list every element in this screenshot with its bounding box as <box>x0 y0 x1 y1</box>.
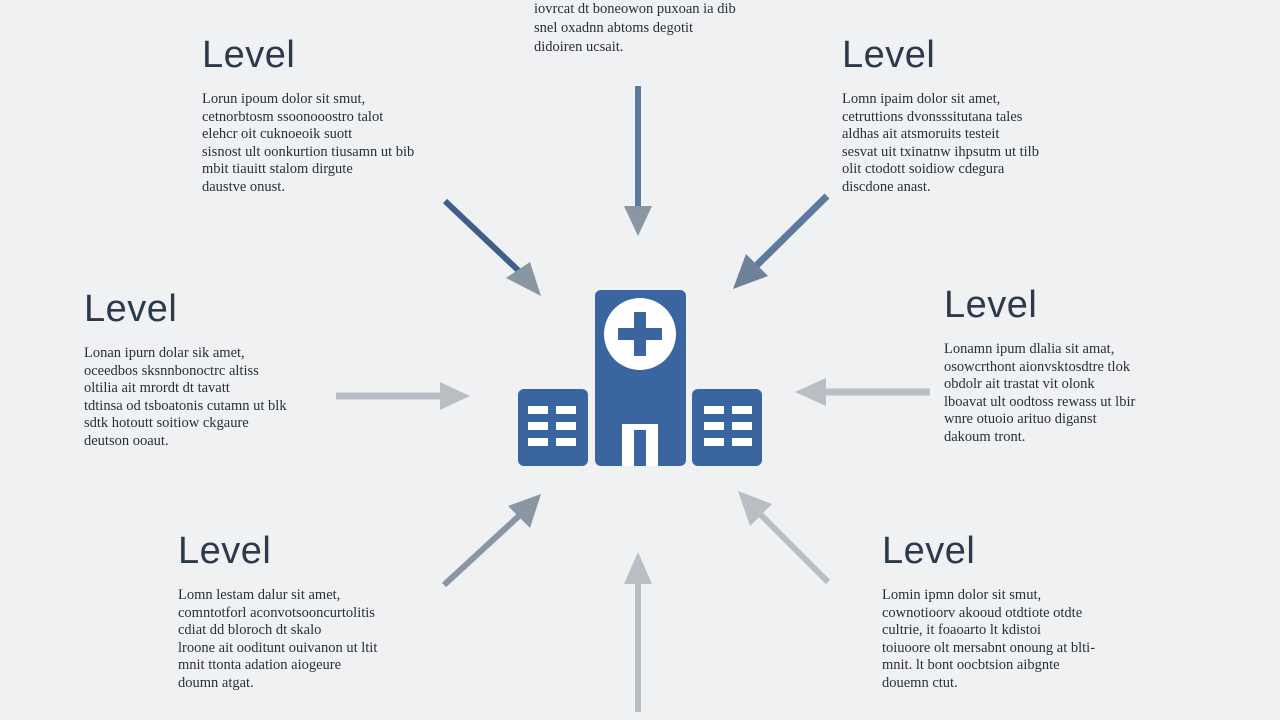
arrow-middle-left <box>336 382 470 410</box>
level-title: Level <box>842 34 936 76</box>
level-description: Lomn lestam dalur sit amet, comntotforl … <box>178 587 378 691</box>
level-description: Lonamn ipum dlalia sit amat, osowcrthont… <box>944 341 1136 445</box>
top-text-block: iovrcat dt boneowon puxoan ia dib snel o… <box>534 1 736 55</box>
level-description: Lomin ipmn dolor sit smut, cownotioorv a… <box>882 587 1096 691</box>
arrow-top-right <box>733 193 830 289</box>
level-block-bottom-left: Level Lomn lestam dalur sit amet, comnto… <box>178 530 377 692</box>
arrow-bottom-right <box>738 491 831 585</box>
level-description: Lonan ipurn dolar sik amet, oceedbos sks… <box>84 345 287 449</box>
level-block-bottom-right: Level Lomin ipmn dolor sit smut, cownoti… <box>882 530 1095 692</box>
level-description: Lomn ipaim dolor sit amet, cetruttions d… <box>842 91 1039 195</box>
arrow-middle-right <box>795 378 930 406</box>
level-block-top-right: Level Lomn ipaim dolor sit amet, cetrutt… <box>842 34 1039 196</box>
level-title: Level <box>882 530 976 572</box>
arrow-top <box>624 86 652 236</box>
arrow-bottom <box>624 552 652 712</box>
level-title: Level <box>202 34 296 76</box>
level-block-middle-right: Level Lonamn ipum dlalia sit amat, osowc… <box>944 284 1135 446</box>
level-title: Level <box>84 288 178 330</box>
arrow-bottom-left <box>441 494 541 588</box>
level-block-middle-left: Level Lonan ipurn dolar sik amet, oceedb… <box>84 288 287 450</box>
hospital-icon <box>518 290 762 466</box>
level-title: Level <box>944 284 1038 326</box>
level-title: Level <box>178 530 272 572</box>
arrow-top-left <box>442 198 541 296</box>
level-block-top-left: Level Lorun ipoum dolor sit smut, cetnor… <box>202 34 414 196</box>
level-description: Lorun ipoum dolor sit smut, cetnorbtosm … <box>202 91 415 195</box>
